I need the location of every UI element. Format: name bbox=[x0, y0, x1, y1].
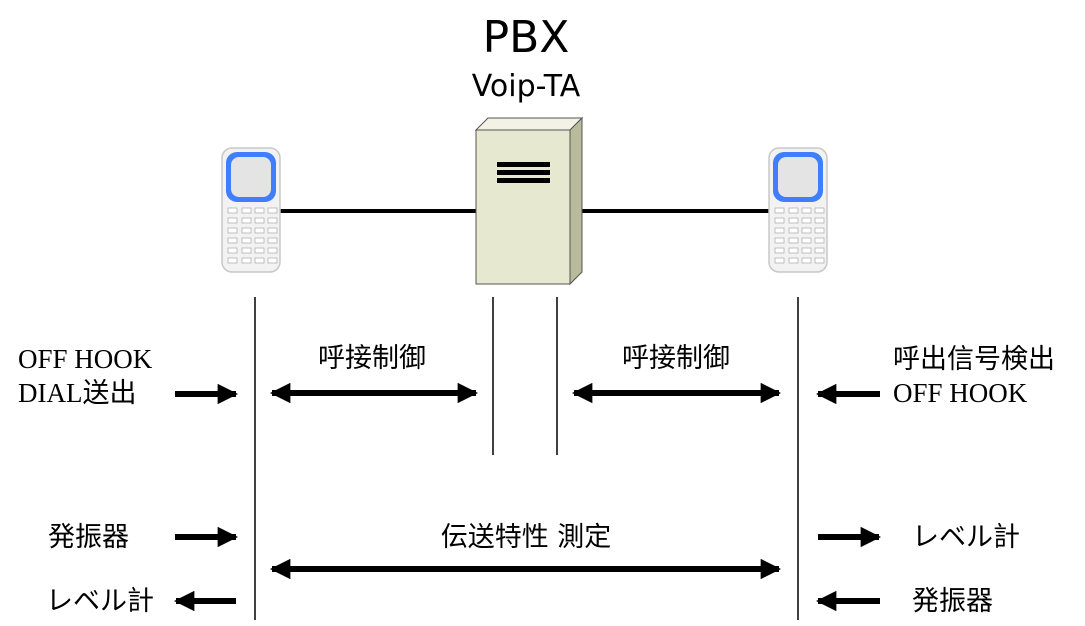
call-control-left-label: 呼接制御 bbox=[318, 343, 426, 374]
right-offhook-label: OFF HOOK bbox=[893, 378, 1028, 408]
voip-ta-subtitle: Voip-TA bbox=[472, 69, 581, 104]
left-dial-label: DIAL送出 bbox=[18, 378, 136, 408]
right-ring-detect-label: 呼出信号検出 bbox=[893, 344, 1055, 375]
pbx-server-icon bbox=[474, 116, 584, 286]
right-phone-icon bbox=[768, 147, 828, 273]
left-oscillator-label: 発振器 bbox=[48, 522, 129, 553]
pbx-title: PBX bbox=[483, 12, 570, 63]
left-offhook-label: OFF HOOK bbox=[18, 344, 153, 374]
left-phone-icon bbox=[221, 147, 281, 273]
right-oscillator-label: 発振器 bbox=[912, 586, 993, 617]
right-level-meter-label: レベル計 bbox=[912, 522, 1020, 553]
transmission-measure-label: 伝送特性 測定 bbox=[441, 522, 612, 553]
call-control-right-label: 呼接制御 bbox=[622, 343, 730, 374]
left-level-meter-label: レベル計 bbox=[46, 586, 154, 617]
